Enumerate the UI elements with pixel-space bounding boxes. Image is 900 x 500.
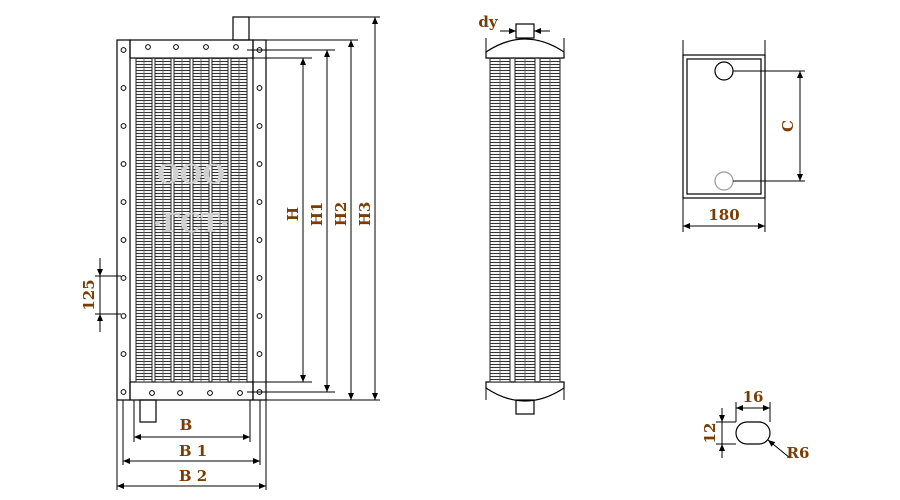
label-h3: H3: [356, 202, 374, 227]
front-view: ООО ·ГСТ· H H1 H2 H3 B B 1 B 2: [80, 16, 380, 490]
bottom-header-hole: [237, 390, 243, 396]
label-h1: H1: [308, 202, 326, 227]
right-side-plate: [252, 39, 267, 401]
end-view: C 180: [682, 40, 805, 232]
top-header: [129, 39, 254, 59]
side-top-nozzle: [515, 23, 535, 39]
side-hole: [256, 351, 263, 357]
label-slot-width: 16: [743, 388, 764, 406]
label-b2: B 2: [179, 467, 207, 485]
side-hole: [256, 85, 263, 91]
label-h2: H2: [332, 202, 350, 227]
side-hole: [120, 275, 127, 281]
label-depth: 180: [708, 206, 739, 224]
side-hole: [256, 237, 263, 243]
bottom-header: [129, 381, 254, 401]
radius-leader: [767, 439, 791, 459]
left-side-plate: [116, 39, 131, 401]
side-hole: [256, 199, 263, 205]
bottom-header-hole: [207, 390, 213, 396]
side-plate-holes: [120, 47, 263, 395]
side-hole: [120, 351, 127, 357]
label-b: B: [180, 416, 193, 434]
top-header-hole: [145, 44, 151, 50]
end-view-outer: [682, 54, 766, 199]
label-h: H: [284, 207, 302, 221]
side-hole: [120, 389, 127, 395]
side-hole: [256, 161, 263, 167]
side-hole: [120, 47, 127, 53]
side-hole: [120, 85, 127, 91]
top-header-hole: [203, 44, 209, 50]
top-header-hole: [173, 44, 179, 50]
watermark-line2: ·ГСТ·: [153, 209, 229, 239]
side-hole: [120, 313, 127, 319]
side-hole: [120, 199, 127, 205]
side-hole: [120, 237, 127, 243]
side-hole: [256, 313, 263, 319]
side-bottom-flange: [485, 381, 565, 402]
top-header-hole: [233, 44, 239, 50]
slot-detail: 16 12 R6: [701, 388, 809, 462]
bottom-header-hole: [149, 390, 155, 396]
label-b1: B 1: [179, 442, 207, 460]
label-dy: dy: [478, 13, 498, 31]
label-c: C: [779, 120, 797, 132]
bottom-header-hole: [177, 390, 183, 396]
side-view: dy: [478, 13, 565, 415]
side-bottom-nozzle: [515, 399, 535, 415]
side-top-flange: [485, 38, 565, 59]
side-hole: [256, 275, 263, 281]
watermark-line1: ООО: [157, 160, 225, 190]
side-hole: [120, 123, 127, 129]
top-nozzle: [232, 16, 250, 41]
end-view-inner: [686, 58, 762, 195]
side-finned-tubes: [489, 57, 561, 383]
side-hole: [256, 123, 263, 129]
label-slot-height: 12: [701, 423, 719, 444]
end-view-lower-port: [714, 171, 734, 191]
header-holes: [145, 44, 243, 396]
end-view-upper-port: [714, 61, 734, 81]
side-hole: [120, 161, 127, 167]
front-finned-tubes: [135, 57, 248, 383]
label-radius: R6: [787, 444, 810, 462]
bottom-nozzle: [139, 399, 157, 423]
label-pitch: 125: [80, 279, 98, 310]
slot-shape: [735, 421, 771, 445]
